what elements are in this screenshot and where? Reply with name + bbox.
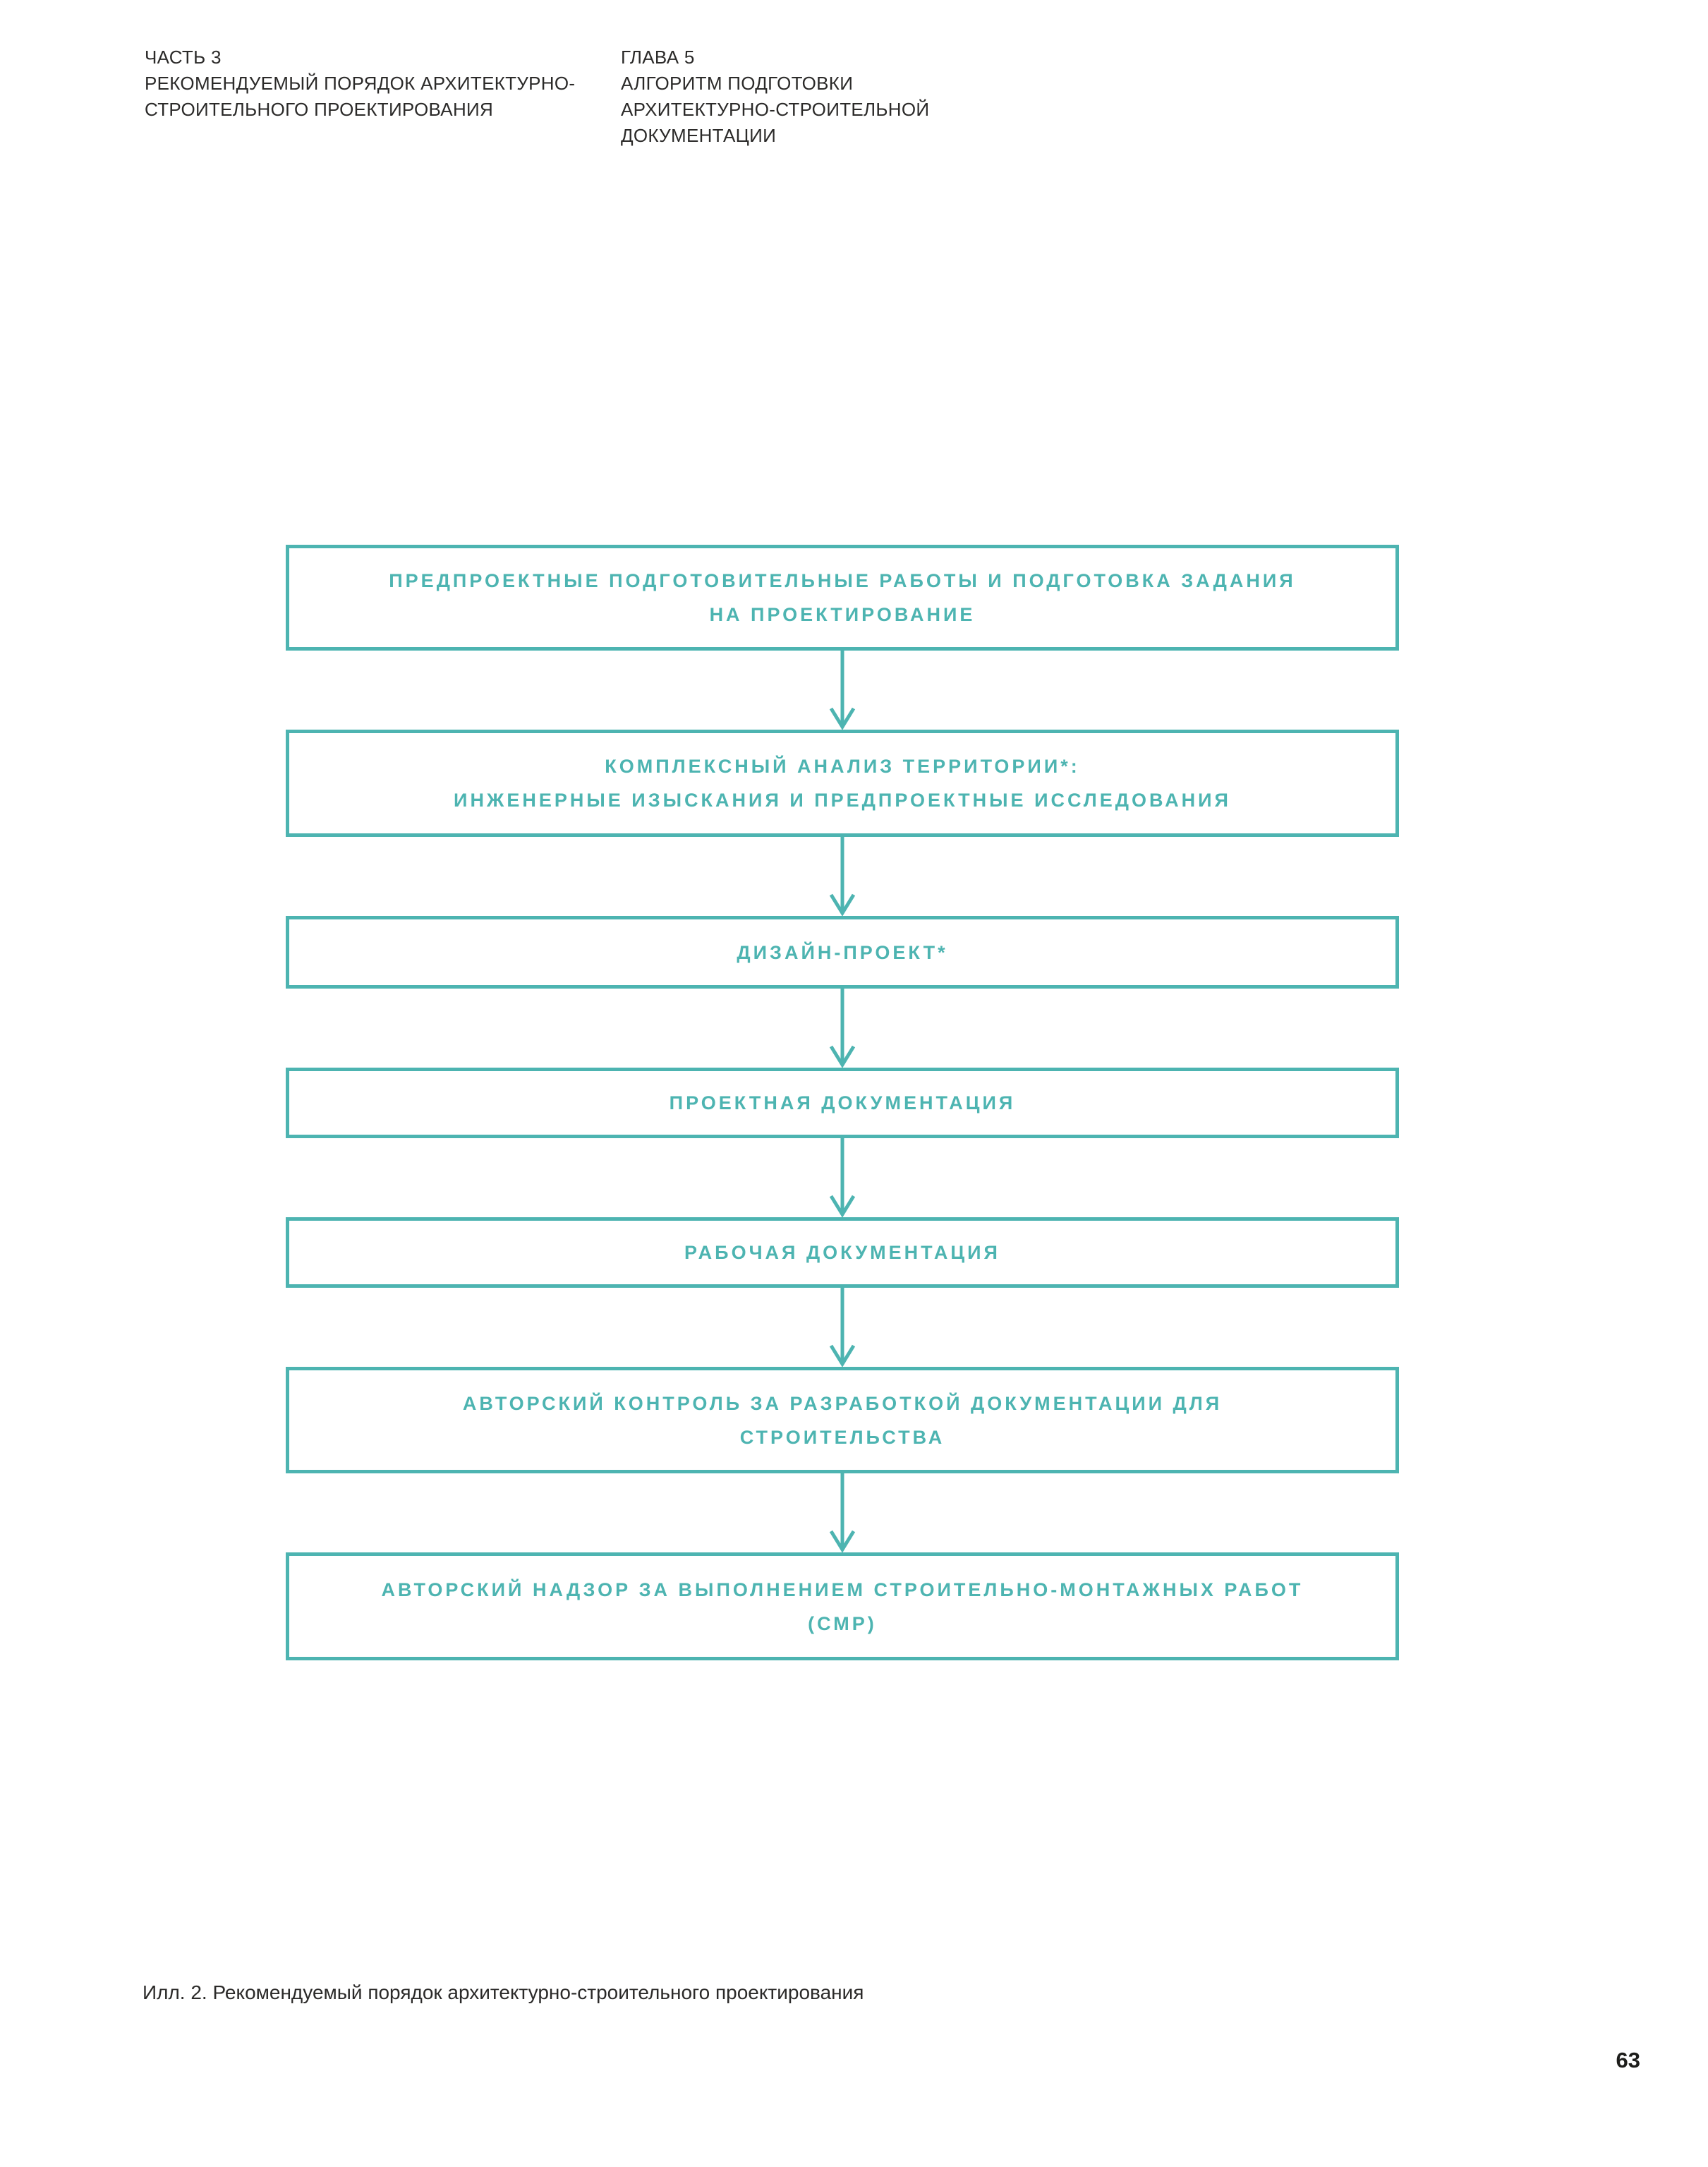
- flow-box-label: РАБОЧАЯ ДОКУМЕНТАЦИЯ: [684, 1242, 1000, 1263]
- arrow-down-icon: [286, 989, 1399, 1068]
- flow-box-pre-design-works: ПРЕДПРОЕКТНЫЕ ПОДГОТОВИТЕЛЬНЫЕ РАБОТЫ И …: [286, 545, 1399, 651]
- flow-box-design-project: ДИЗАЙН-ПРОЕКТ*: [286, 916, 1399, 989]
- arrow-down-icon: [286, 1473, 1399, 1552]
- flow-box-label: КОМПЛЕКСНЫЙ АНАЛИЗ ТЕРРИТОРИИ*: ИНЖЕНЕРН…: [454, 756, 1231, 811]
- flow-box-project-documentation: ПРОЕКТНАЯ ДОКУМЕНТАЦИЯ: [286, 1068, 1399, 1138]
- arrow-down-icon: [286, 651, 1399, 730]
- flow-box-label: АВТОРСКИЙ НАДЗОР ЗА ВЫПОЛНЕНИЕМ СТРОИТЕЛ…: [381, 1579, 1304, 1634]
- flow-box-label: ПРЕДПРОЕКТНЫЕ ПОДГОТОВИТЕЛЬНЫЕ РАБОТЫ И …: [389, 570, 1296, 625]
- running-header-chapter: ГЛАВА 5 АЛГОРИТМ ПОДГОТОВКИ АРХИТЕКТУРНО…: [621, 47, 930, 146]
- flow-box-label: ДИЗАЙН-ПРОЕКТ*: [737, 941, 948, 963]
- flow-box-label: ПРОЕКТНАЯ ДОКУМЕНТАЦИЯ: [669, 1092, 1016, 1113]
- running-header-part: ЧАСТЬ 3 РЕКОМЕНДУЕМЫЙ ПОРЯДОК АРХИТЕКТУР…: [145, 47, 576, 120]
- flow-box-territory-analysis: КОМПЛЕКСНЫЙ АНАЛИЗ ТЕРРИТОРИИ*: ИНЖЕНЕРН…: [286, 730, 1399, 837]
- flow-box-author-control: АВТОРСКИЙ КОНТРОЛЬ ЗА РАЗРАБОТКОЙ ДОКУМЕ…: [286, 1367, 1399, 1473]
- flow-box-label: АВТОРСКИЙ КОНТРОЛЬ ЗА РАЗРАБОТКОЙ ДОКУМЕ…: [462, 1392, 1223, 1448]
- flow-box-working-documentation: РАБОЧАЯ ДОКУМЕНТАЦИЯ: [286, 1217, 1399, 1288]
- arrow-down-icon: [286, 1138, 1399, 1217]
- page-number: 63: [1616, 2048, 1640, 2072]
- flow-box-author-supervision: АВТОРСКИЙ НАДЗОР ЗА ВЫПОЛНЕНИЕМ СТРОИТЕЛ…: [286, 1552, 1399, 1660]
- figure-caption: Илл. 2. Рекомендуемый порядок архитектур…: [143, 1981, 864, 2003]
- flowchart: ПРЕДПРОЕКТНЫЕ ПОДГОТОВИТЕЛЬНЫЕ РАБОТЫ И …: [286, 545, 1399, 1660]
- arrow-down-icon: [286, 837, 1399, 916]
- arrow-down-icon: [286, 1288, 1399, 1367]
